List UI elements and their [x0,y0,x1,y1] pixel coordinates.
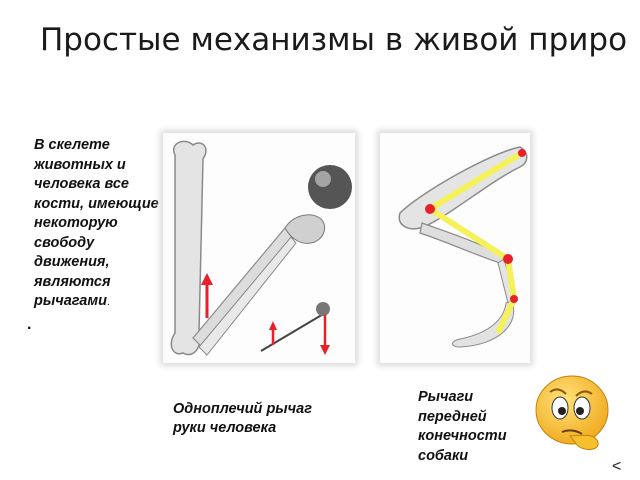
joint-icon [518,149,526,157]
skeleton-lever-main: В скелете животных и человека все кости,… [34,137,159,309]
bullet-dot: · [27,320,32,338]
skeleton-lever-text: В скелете животных и человека все кости,… [34,136,160,313]
dog-limb-graphic [380,133,530,363]
mini-lever-icon [261,313,325,351]
joint-icon [503,254,513,264]
arm-skeleton-graphic [163,133,355,363]
ball-icon [308,165,352,209]
joint-icon [425,204,435,214]
dog-lever-caption: Рычаги передней конечности собаки [418,388,528,466]
dog-limb-illustration [380,133,530,363]
arm-lever-illustration [163,133,355,363]
thinking-smiley-icon [532,372,612,454]
slide-title: Простые механизмы в живой приро [40,22,627,58]
skeleton-lever-tail: . [107,297,110,308]
joint-icon [510,295,518,303]
previous-slide-button[interactable]: < [612,458,621,476]
arm-lever-caption: Одноплечий рычаг руки человека [173,400,313,438]
